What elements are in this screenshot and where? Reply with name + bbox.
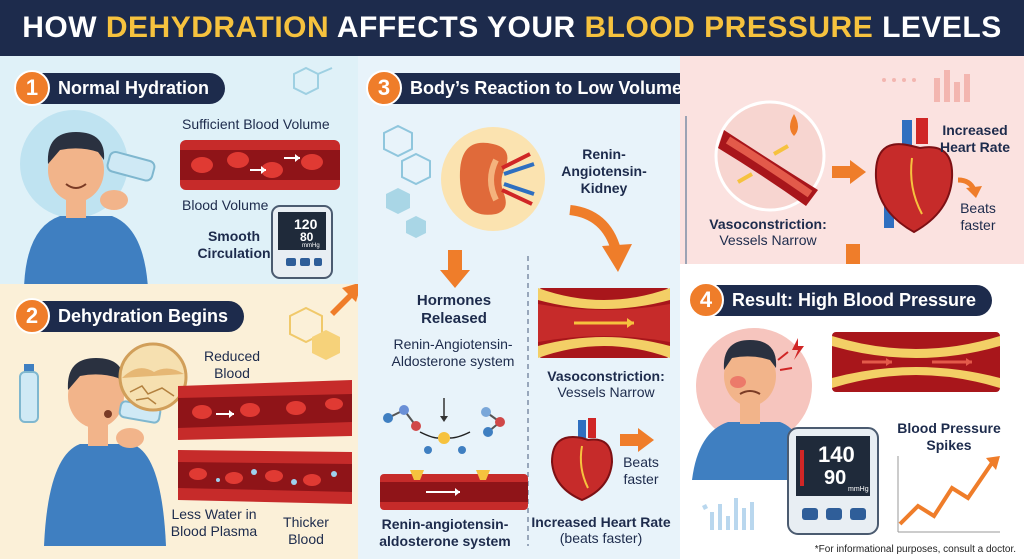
- panel-vasoconstriction-heart: Vasoconstriction: Vessels Narrow Increas…: [680, 56, 1024, 264]
- label-raas-description: Renin-Angiotensin-Aldosterone system: [391, 336, 515, 369]
- monitor-unit: mmHg: [302, 243, 320, 249]
- title-part: LEVELS: [873, 11, 1002, 44]
- title-highlight: DEHYDRATION: [105, 11, 330, 44]
- section-badge-2: 2 Dehydration Begins: [14, 298, 245, 334]
- vessel-narrowed-result: [832, 332, 1000, 392]
- title-part: HOW: [22, 11, 106, 44]
- monitor-unit-high: mmHg: [848, 486, 869, 493]
- monitor-systolic-high: 140: [818, 442, 855, 467]
- label-blood-volume: Blood Volume: [182, 197, 269, 213]
- section-number: 3: [366, 70, 402, 106]
- label-vasoconstriction-2: Vasoconstriction:: [709, 216, 827, 232]
- label-beats-faster-sub: (beats faster): [559, 530, 643, 546]
- page-title: HOW DEHYDRATION AFFECTS YOUR BLOOD PRESS…: [22, 11, 1002, 45]
- rising-chart-icon: [897, 456, 1000, 533]
- title-highlight: BLOOD PRESSURE: [584, 11, 874, 44]
- label-beats-faster-2: Beats faster: [960, 200, 996, 233]
- arrow-curve-right-icon: [957, 177, 982, 198]
- vessel-narrowing: [538, 288, 670, 358]
- arrow-down-icon: [440, 250, 470, 288]
- label-smooth-circulation: Smooth Circulation: [197, 228, 271, 261]
- label-vasoconstriction: Vasoconstriction:: [547, 368, 665, 384]
- section-label: Body’s Reaction to Low Volume: [388, 72, 680, 104]
- monitor-diastolic-high: 90: [824, 467, 847, 489]
- panel-dehydration-begins: 2 Dehydration Begins Reduced Blood Volum…: [0, 284, 358, 559]
- blood-vessel-reduced: [178, 380, 352, 440]
- label-renin-kidney: Renin-Angiotensin-Kidney: [561, 146, 647, 196]
- label-vessels-narrow-2: Vessels Narrow: [719, 232, 817, 248]
- kidney-icon: [441, 127, 545, 231]
- panel-high-blood-pressure: 4 Result: High Blood Pressure 140 90 mmH…: [680, 264, 1024, 559]
- bp-monitor-high: [787, 427, 879, 535]
- label-hormones-released: Hormones Released: [416, 292, 492, 327]
- lightning-icon: [792, 338, 804, 360]
- arrow-curve-down-icon: [569, 205, 632, 272]
- label-bp-spikes: Blood Pressure Spikes: [897, 420, 1001, 453]
- arrow-right-icon: [620, 428, 654, 452]
- section-badge-3: 3 Body’s Reaction to Low Volume: [366, 70, 680, 106]
- water-bottle-icon: [19, 364, 39, 423]
- section-badge-1: 1 Normal Hydration: [14, 70, 226, 106]
- bp-monitor-normal: [271, 205, 333, 279]
- section-number: 1: [14, 70, 50, 106]
- monitor-diastolic: 80: [300, 230, 314, 244]
- label-increased-heart-rate: Increased Heart Rate: [531, 514, 671, 530]
- molecule-icon: [293, 66, 333, 96]
- label-increased-heart-rate-2: Increased Heart Rate: [939, 122, 1011, 155]
- section-number: 4: [688, 282, 724, 318]
- arrow-right-icon: [832, 160, 866, 184]
- heart-large-icon: [874, 118, 954, 234]
- label-sufficient-volume: Sufficient Blood Volume: [182, 116, 330, 132]
- label-vessels-narrow: Vessels Narrow: [557, 384, 655, 400]
- arrow-down-icon: [838, 244, 868, 264]
- panel-body-reaction: 3 Body’s Reaction to Low Volume Renin-An…: [358, 56, 680, 559]
- vessel-closeup-icon: [714, 100, 826, 212]
- person-stressed-icon: [692, 328, 812, 480]
- hormone-molecules-icon: [383, 398, 505, 454]
- hexagon-deco-icon: [289, 306, 340, 360]
- bars-deco-icon: [702, 498, 754, 530]
- vessel-receptors: [380, 470, 528, 510]
- dashed-divider: [527, 256, 529, 546]
- section-label: Result: High Blood Pressure: [710, 284, 993, 316]
- header-banner: HOW DEHYDRATION AFFECTS YOUR BLOOD PRESS…: [0, 0, 1024, 56]
- label-less-water: Less Water in Blood Plasma: [170, 506, 258, 539]
- arrow-up-right-icon: [330, 284, 358, 316]
- hexagon-chain-icon: [383, 124, 431, 238]
- monitor-systolic: 120: [294, 216, 318, 232]
- section-number: 2: [14, 298, 50, 334]
- footnote: *For informational purposes, consult a d…: [814, 544, 1016, 555]
- heart-icon: [550, 418, 614, 502]
- divider-line: [685, 116, 687, 264]
- section-label: Dehydration Begins: [36, 300, 245, 332]
- label-thicker-blood: Thicker Blood: [283, 514, 329, 547]
- person-thirsty-icon: [44, 358, 166, 546]
- person-drinking-icon: [20, 110, 156, 284]
- bars-deco-icon: [882, 70, 970, 102]
- blood-vessel-thick: [178, 450, 352, 504]
- panel-normal-hydration: 1 Normal Hydration Sufficient Blood Volu…: [0, 56, 358, 284]
- title-part: AFFECTS YOUR: [329, 11, 585, 44]
- section-badge-4: 4 Result: High Blood Pressure: [688, 282, 993, 318]
- label-beats-faster: Beats faster: [623, 454, 659, 487]
- section-label: Normal Hydration: [36, 72, 226, 104]
- dry-land-icon: [118, 342, 188, 412]
- blood-vessel-normal: [180, 140, 340, 190]
- label-raas-bottom: Renin-angiotensin-aldosterone system: [379, 516, 511, 549]
